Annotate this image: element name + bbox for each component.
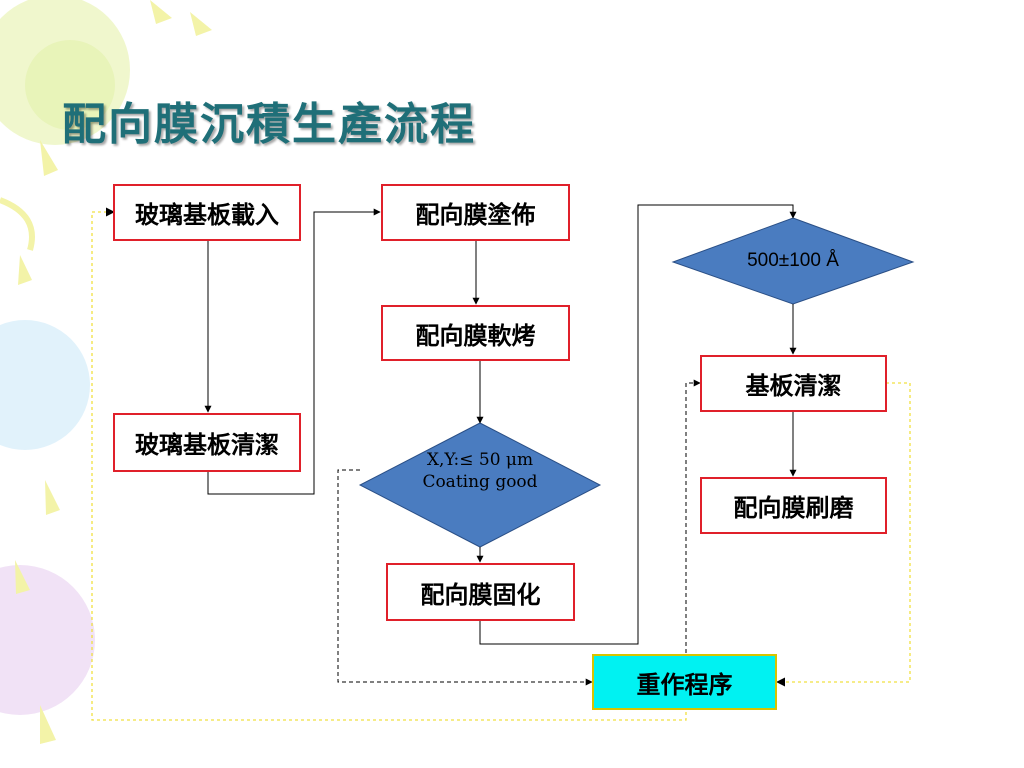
decor-leaf-7 [40, 705, 56, 744]
decor-leaf-1 [150, 0, 172, 24]
pi-coat-box: 配向膜塗佈 [381, 184, 570, 241]
glass-clean-box: 玻璃基板清潔 [113, 413, 301, 472]
substrate-clean-box: 基板清潔 [700, 355, 887, 412]
decor-leaf-3 [40, 140, 58, 176]
decor-leaf-6 [15, 560, 30, 594]
inspection-decision-label: X,Y:≤ 50 μm Coating good [360, 449, 600, 493]
dashed-rework-to-substrate-clean [685, 379, 701, 660]
decor-circle-green-inner [25, 40, 115, 130]
decor-circle-purple [0, 565, 95, 715]
decor-leaf-4 [18, 255, 32, 285]
arrow-cure-to-thickness [479, 204, 797, 645]
decor-leaf-2 [190, 12, 212, 36]
pi-rub-box: 配向膜刷磨 [700, 477, 887, 534]
dotted-substrate-clean-to-rework [776, 382, 911, 687]
glass-load-box: 玻璃基板載入 [113, 184, 301, 241]
thickness-decision-label: 500±100 Å [747, 250, 839, 271]
inspection-result-text: Coating good [422, 472, 538, 492]
rework-box: 重作程序 [592, 654, 777, 710]
pi-softbake-box: 配向膜軟烤 [381, 305, 570, 361]
decor-leaf-8 [0, 197, 35, 251]
decor-leaf-5 [45, 480, 60, 515]
inspection-criteria-text: X,Y:≤ 50 μm [426, 450, 534, 470]
arrow-clean-to-coat [207, 208, 381, 495]
page-title: 配向膜沉積生產流程 [62, 99, 476, 150]
pi-cure-box: 配向膜固化 [386, 563, 575, 621]
decor-circle-blue [0, 320, 90, 450]
dashed-inspection-to-rework [337, 469, 593, 686]
